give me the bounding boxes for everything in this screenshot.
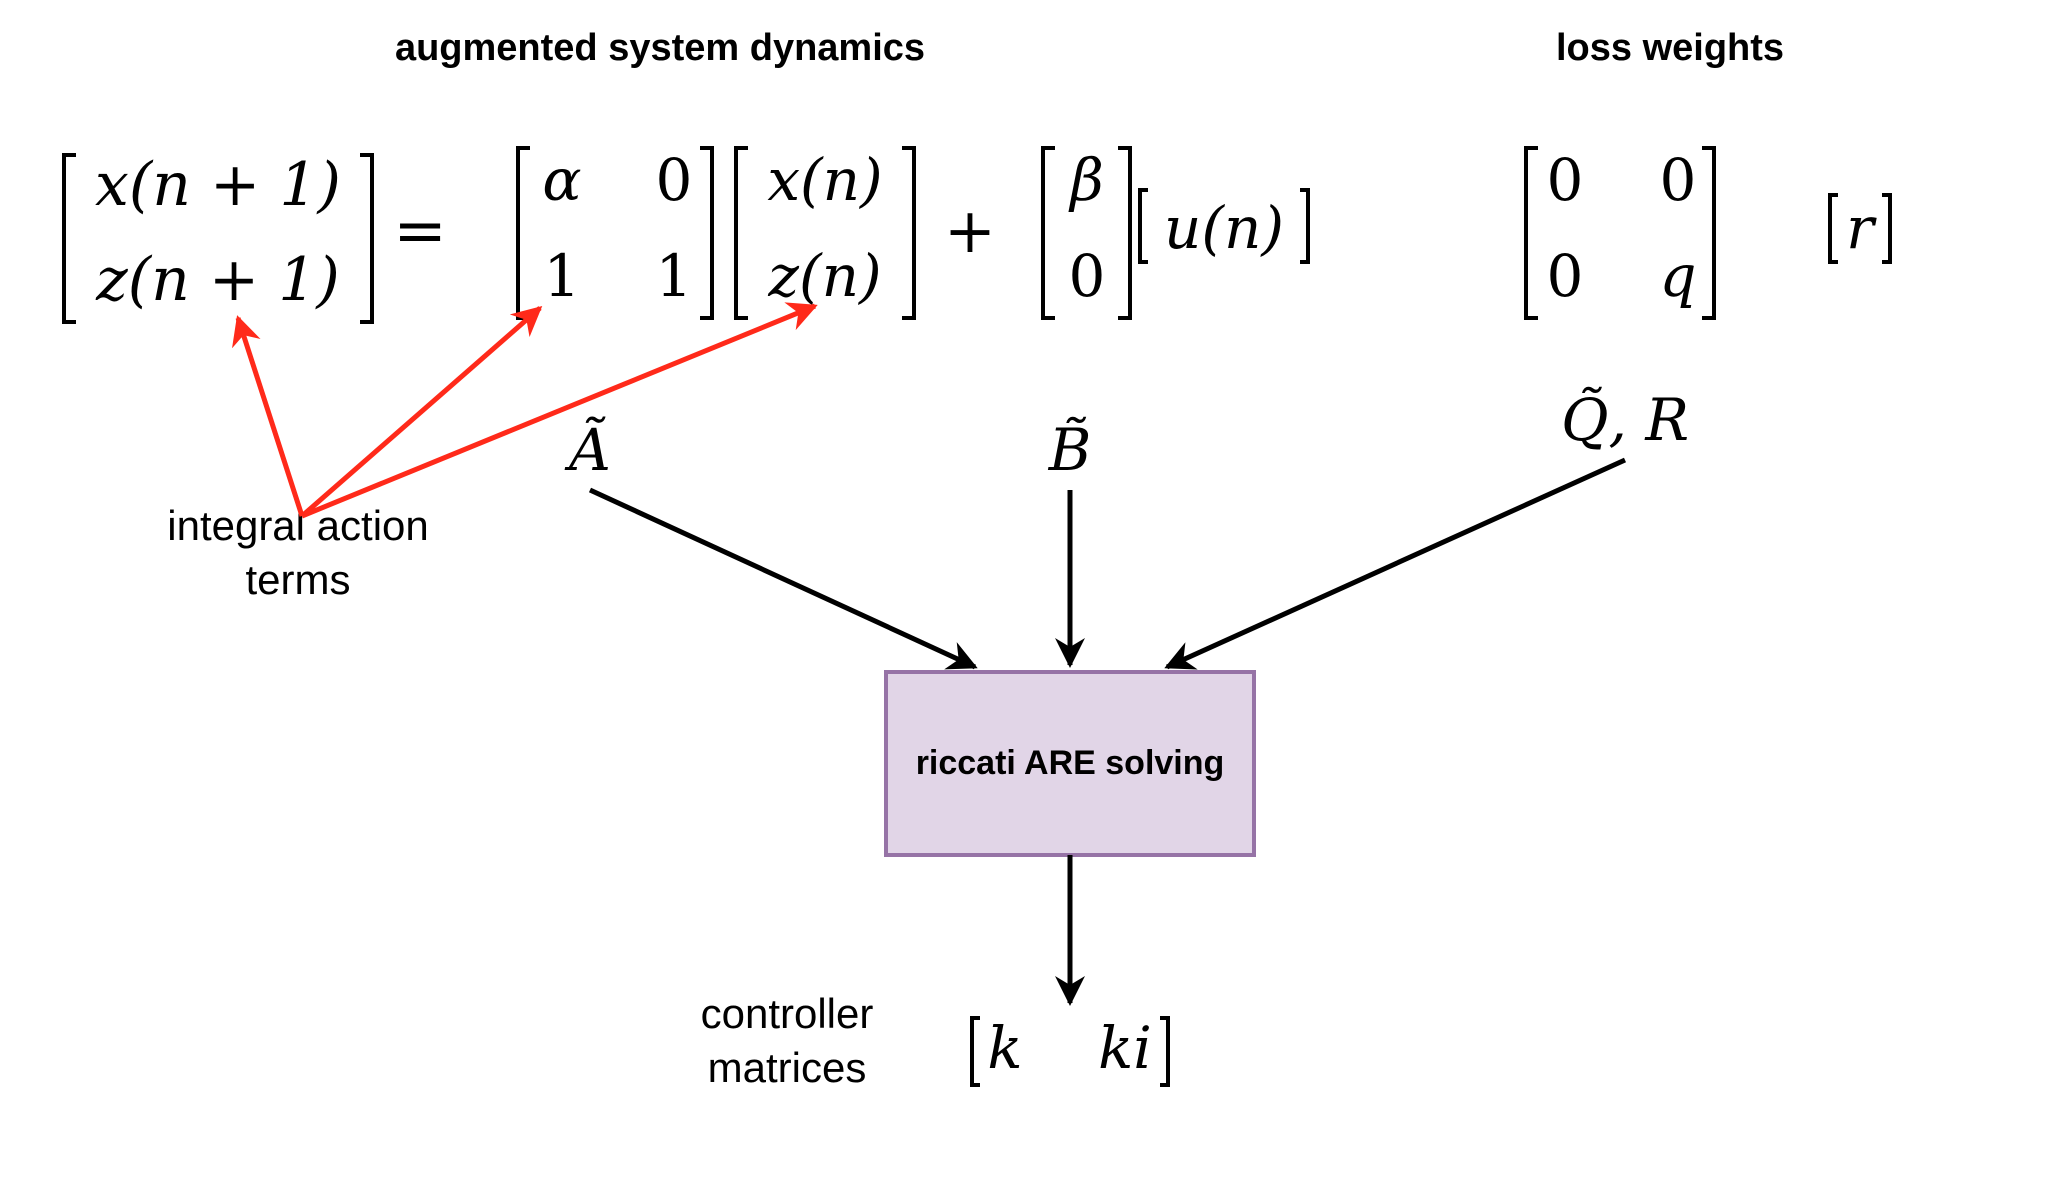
lhs-x-entry: x(n + 1)	[95, 150, 341, 220]
b-entry-1: β	[1068, 146, 1104, 214]
plus-sign: +	[944, 194, 996, 267]
annotation-line2: terms	[246, 556, 351, 603]
q-entry-12: 0	[1660, 146, 1697, 214]
a-bracket-right	[700, 146, 714, 320]
a-tilde-label: Ã	[564, 416, 611, 484]
a-entry-12: 0	[656, 146, 693, 214]
ki-entry: ki	[1098, 1014, 1152, 1082]
a-entry-22: 1	[656, 242, 693, 310]
r-bracket-left	[1828, 193, 1838, 264]
riccati-solver-box: riccati ARE solving	[884, 670, 1256, 857]
input-vector: u(n)	[1138, 188, 1310, 264]
heading-loss-weights: loss weights	[1556, 27, 1784, 69]
b-bracket-right	[1118, 146, 1132, 320]
equals-sign: =	[393, 194, 447, 268]
b-tilde-label: B̃	[1048, 415, 1092, 484]
heading-dynamics: augmented system dynamics	[395, 27, 925, 69]
a-matrix: α 0 1 1	[516, 146, 714, 320]
arrow-a-to-solver	[588, 487, 978, 670]
state-bracket-left	[734, 146, 748, 320]
a-entry-11: α	[542, 146, 581, 214]
arrow-qr-to-solver	[1164, 457, 1627, 670]
u-entry: u(n)	[1164, 194, 1284, 262]
red-arrow-to-a-row2	[300, 306, 543, 518]
controller-matrix: k ki	[970, 1014, 1170, 1087]
q-matrix: 0 0 0 q	[1524, 146, 1716, 320]
lhs-vector: x(n + 1) z(n + 1)	[62, 150, 374, 324]
k-bracket-left	[970, 1016, 980, 1087]
state-z-entry: z(n)	[767, 242, 881, 310]
q-tilde-r-label: Q̃, R	[1561, 385, 1689, 454]
b-entry-2: 0	[1069, 242, 1106, 310]
red-arrow-to-z-state	[301, 302, 818, 519]
lhs-bracket-right	[360, 153, 374, 324]
u-bracket-right	[1300, 188, 1310, 264]
output-label-line1: controller	[701, 990, 874, 1037]
state-vector: x(n) z(n)	[734, 146, 916, 320]
q-entry-21: 0	[1547, 242, 1584, 310]
a-entry-21: 1	[544, 242, 581, 310]
u-bracket-left	[1138, 188, 1148, 264]
b-vector: β 0	[1041, 146, 1132, 320]
lhs-z-entry: z(n + 1)	[95, 245, 340, 315]
r-bracket-right	[1882, 193, 1892, 264]
q-bracket-right	[1702, 146, 1716, 320]
q-bracket-left	[1524, 146, 1538, 320]
k-bracket-right	[1160, 1016, 1170, 1087]
state-x-entry: x(n)	[767, 146, 882, 214]
b-bracket-left	[1041, 146, 1055, 320]
lhs-bracket-left	[62, 153, 76, 324]
state-bracket-right	[902, 146, 916, 320]
r-entry: r	[1846, 194, 1877, 262]
r-vector: r	[1828, 193, 1892, 264]
output-label-line2: matrices	[708, 1044, 867, 1091]
solver-box-label: riccati ARE solving	[916, 744, 1225, 782]
red-arrow-to-z-next	[232, 315, 305, 517]
q-entry-11: 0	[1547, 146, 1584, 214]
q-entry-22: q	[1659, 242, 1696, 310]
k-entry: k	[987, 1014, 1022, 1082]
a-bracket-left	[516, 146, 530, 320]
